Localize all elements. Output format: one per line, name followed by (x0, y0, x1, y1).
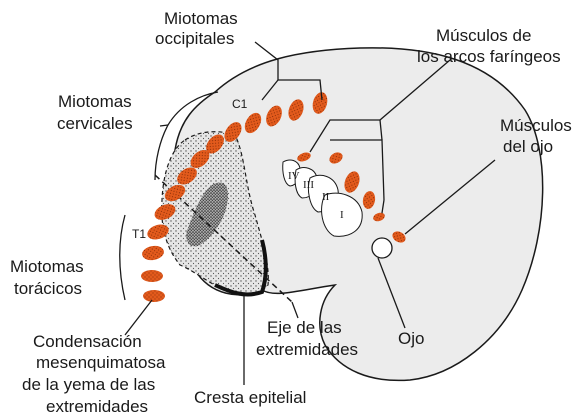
label-musculos-arcos: Músculos de (436, 26, 531, 45)
label-cresta: Cresta epitelial (194, 388, 306, 407)
eye (372, 238, 392, 258)
label-miotomas-occipitales: Miotomas (164, 9, 238, 28)
myotome (141, 270, 163, 282)
label-musculos-arcos-2: los arcos faríngeos (417, 47, 561, 66)
label-eje-2: extremidades (256, 340, 358, 359)
label-condensacion-4: extremidades (46, 397, 148, 416)
label-miotomas-occipitales-2: occipitales (155, 29, 234, 48)
label-miotomas-cervicales-2: cervicales (57, 114, 133, 133)
thoracic-bracket (120, 215, 125, 300)
myotomes-thoracic (141, 270, 165, 302)
label-condensacion: Condensación (33, 332, 142, 351)
label-miotomas-toracicos: Miotomas (10, 257, 84, 276)
label-condensacion-3: de la yema de las (22, 375, 155, 394)
label-musculos-ojo-2: del ojo (503, 137, 553, 156)
label-miotomas-cervicales: Miotomas (58, 92, 132, 111)
label-t1: T1 (132, 227, 146, 241)
label-condensacion-2: mesenquimatosa (36, 353, 166, 372)
myotome (141, 244, 165, 262)
label-eje: Eje de las (267, 318, 342, 337)
label-musculos-ojo: Músculos (500, 116, 572, 135)
arch-label-i: I (340, 209, 344, 221)
arch-label-iii: III (303, 179, 314, 191)
label-ojo: Ojo (398, 329, 424, 348)
myotome (143, 290, 165, 302)
arch-label-ii: II (322, 191, 330, 203)
arch-label-iv: IV (288, 170, 300, 182)
label-miotomas-toracicos-2: torácicos (14, 279, 82, 298)
label-c1: C1 (232, 97, 248, 111)
